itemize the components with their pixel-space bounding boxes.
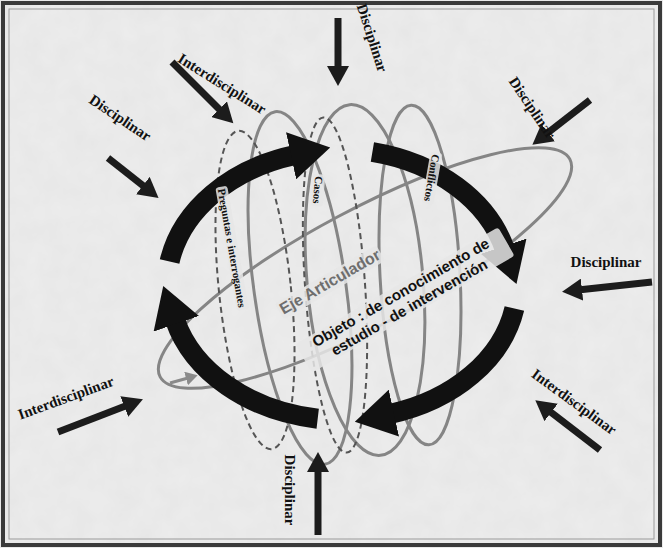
curve-label: Casos — [311, 174, 326, 206]
disciplinary-label: Disciplinar — [84, 90, 155, 146]
disciplinary-label: Disciplinar — [504, 72, 560, 143]
disciplinary-label: Disciplinar — [569, 254, 644, 271]
object-label: Objeto : de conocimiento de estudio - de… — [295, 227, 514, 373]
disciplinary-label: Disciplinar — [282, 453, 299, 528]
curve-label: Preguntas e interrogantes — [215, 186, 249, 311]
interdisciplinary-label: Interdisciplinar — [173, 49, 271, 119]
interdisciplinary-label: Interdisciplinar — [14, 372, 118, 423]
curve-label: Conflictos — [422, 152, 443, 205]
disciplinary-label: Disciplinar — [353, 0, 392, 76]
interdisciplinary-label: Interdisciplinar — [527, 365, 622, 440]
